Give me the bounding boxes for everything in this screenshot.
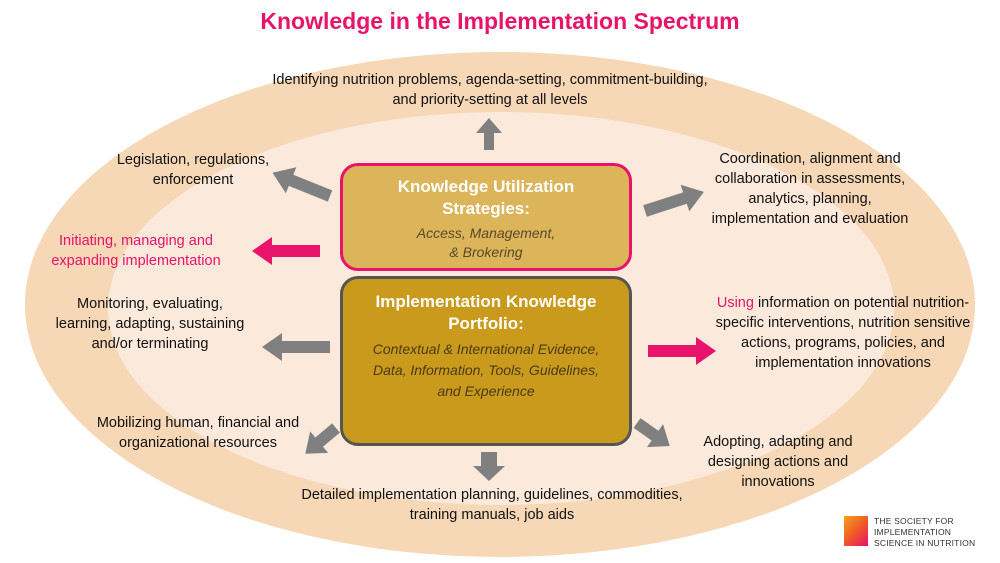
arrow-left [262, 333, 330, 361]
outcome-coordination: Coordination, alignment and collaboratio… [711, 151, 909, 227]
arrow-right-pink [648, 337, 716, 365]
outcome-adopting: Adopting, adapting and designing actions… [703, 434, 853, 490]
arrow-down-left [305, 423, 340, 454]
society-logo: THE SOCIETY FOR IMPLEMENTATION SCIENCE I… [844, 516, 984, 552]
arrow-left-pink [252, 237, 320, 265]
outcome-top: Identifying nutrition problems, agenda-s… [272, 72, 708, 108]
outcome-initiating: Initiating, managing and expanding imple… [51, 233, 221, 269]
outcome-using: Using information on potential nutrition… [708, 293, 978, 373]
arrow-up-left [272, 167, 333, 202]
outcome-using-rest: information on potential nutrition-speci… [715, 295, 971, 371]
utilization-title: Knowledge Utilization Strategies: [397, 177, 575, 218]
portfolio-title: Implementation Knowledge Portfolio: [375, 292, 597, 333]
arrow-down-right [633, 418, 670, 448]
arrow-up-right [643, 184, 704, 217]
outcome-monitoring: Monitoring, evaluating, learning, adapti… [55, 296, 245, 352]
arrow-up [476, 118, 502, 150]
outcome-bottom: Detailed implementation planning, guidel… [301, 487, 683, 523]
diagram-title: Knowledge in the Implementation Spectrum [260, 8, 740, 34]
knowledge-portfolio-box: Implementation Knowledge Portfolio: Cont… [340, 276, 632, 446]
outcome-mobilizing: Mobilizing human, financial and organiza… [96, 415, 300, 451]
arrow-down [473, 452, 505, 481]
portfolio-subtitle: Contextual & International Evidence, Dat… [372, 341, 600, 399]
utilization-strategies-box: Knowledge Utilization Strategies: Access… [340, 163, 632, 271]
utilization-subtitle: Access, Management, & Brokering [416, 225, 556, 260]
outcome-legislation: Legislation, regulations, enforcement [116, 152, 270, 188]
logo-mark-icon [844, 516, 868, 546]
outcome-using-prefix: Using [716, 295, 754, 311]
logo-text: THE SOCIETY FOR IMPLEMENTATION SCIENCE I… [874, 516, 976, 548]
